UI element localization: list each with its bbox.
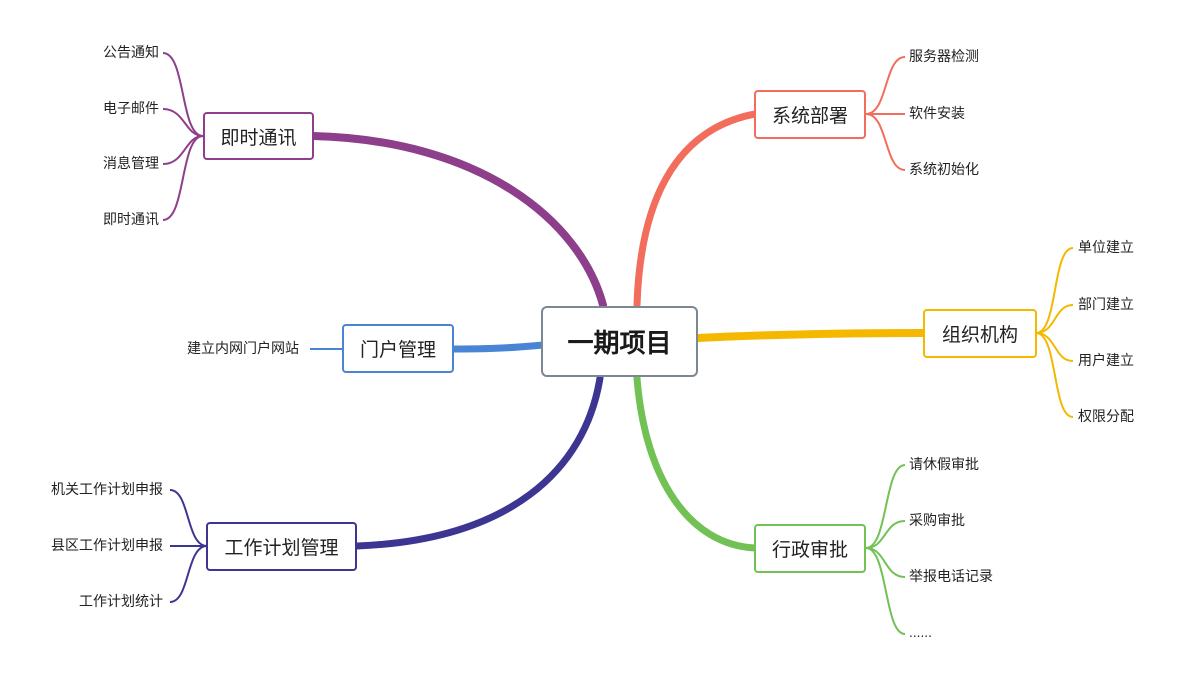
leaf-xiaoxiguanli[interactable]: 消息管理: [103, 156, 159, 172]
leaf-chushihua[interactable]: 系统初始化: [909, 162, 979, 178]
leaf-danwei[interactable]: 单位建立: [1078, 240, 1134, 256]
connector-xingzheng: [633, 374, 759, 552]
leaf-caigou[interactable]: 采购审批: [909, 513, 965, 529]
leaf-menhuwangzhan[interactable]: 建立内网门户网站: [187, 341, 299, 357]
leaf-quanxian[interactable]: 权限分配: [1078, 409, 1134, 425]
leaf-connectors-xitong: [865, 56, 906, 171]
leaf-ellipsis: ......: [909, 626, 932, 640]
leaf-jubao[interactable]: 举报电话记录: [909, 569, 993, 585]
central-topic[interactable]: 一期项目: [541, 306, 698, 377]
connector-gongzuo: [353, 374, 604, 550]
leaf-jihua-tongji[interactable]: 工作计划统计: [79, 594, 163, 610]
leaf-connectors-jishi: [162, 52, 204, 221]
connector-zuzhi: [694, 329, 927, 342]
connector-menhu: [449, 341, 547, 353]
leaf-gonggao[interactable]: 公告通知: [103, 45, 159, 61]
topic-jishi[interactable]: 即时通讯: [203, 112, 314, 160]
leaf-jiguan-jihua[interactable]: 机关工作计划申报: [51, 482, 163, 498]
topic-xitong[interactable]: 系统部署: [754, 90, 866, 139]
leaf-qingxiujia[interactable]: 请休假审批: [909, 457, 979, 473]
leaf-ruanjian[interactable]: 软件安装: [909, 106, 965, 122]
leaf-dianziyoujian[interactable]: 电子邮件: [103, 101, 159, 117]
topic-xingzheng[interactable]: 行政审批: [754, 524, 866, 573]
leaf-connectors-gongzuo: [169, 489, 208, 603]
leaf-jishitongxun[interactable]: 即时通讯: [103, 212, 159, 228]
leaf-bumen[interactable]: 部门建立: [1078, 297, 1134, 313]
leaf-fuwuqi[interactable]: 服务器检测: [909, 49, 979, 65]
leaf-connectors-zuzhi: [1035, 247, 1074, 418]
leaf-xianqu-jihua[interactable]: 县区工作计划申报: [51, 538, 163, 554]
leaf-yonghu[interactable]: 用户建立: [1078, 353, 1134, 369]
connector-xitong: [633, 110, 759, 309]
topic-gongzuo[interactable]: 工作计划管理: [206, 522, 357, 571]
leaf-connectors-xingzheng: [865, 464, 906, 635]
topic-zuzhi[interactable]: 组织机构: [923, 309, 1037, 358]
topic-menhu[interactable]: 门户管理: [342, 324, 454, 373]
connector-jishi: [309, 132, 607, 309]
